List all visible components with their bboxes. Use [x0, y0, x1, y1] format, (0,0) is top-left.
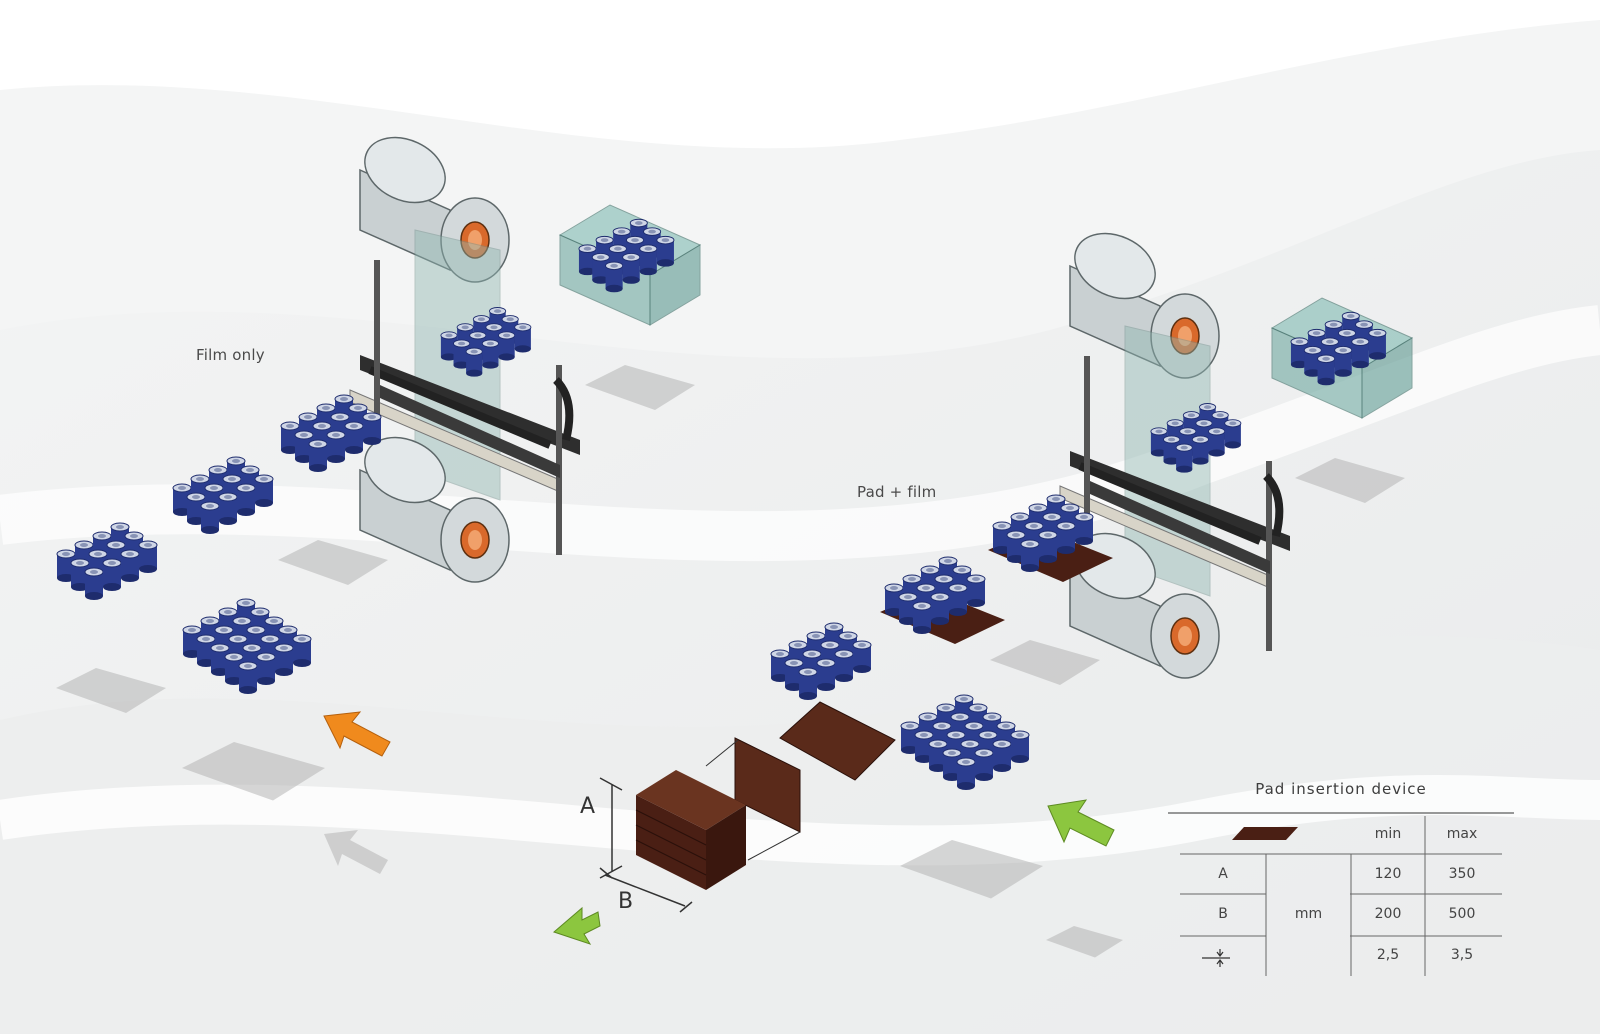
shadow	[900, 840, 1043, 899]
shadow	[182, 742, 325, 801]
pad-film-label: Pad + film	[857, 483, 937, 501]
pad-stack	[635, 770, 746, 890]
pad-insertion-table: Pad insertion device min max A 120 350 B…	[1168, 776, 1514, 981]
row-max: 500	[1448, 906, 1476, 922]
shadow	[278, 540, 388, 585]
shadow	[1046, 926, 1123, 958]
col-min: min	[1374, 826, 1402, 842]
film-only-machine	[350, 125, 580, 582]
table-grid	[1168, 812, 1514, 976]
wrapped-pack-left	[560, 205, 700, 325]
pad-film-machine	[1060, 221, 1290, 678]
row-min: 2,5	[1376, 947, 1400, 963]
row-min: 200	[1374, 906, 1402, 922]
pad-icon	[1232, 827, 1298, 840]
can-pack	[771, 623, 871, 700]
row-label: A	[1218, 866, 1228, 882]
pad-icon	[779, 701, 896, 781]
col-max: max	[1446, 826, 1478, 842]
flow-arrow-icon	[324, 830, 388, 874]
shadow	[585, 365, 695, 410]
row-label: B	[1218, 906, 1228, 922]
can-pack	[57, 523, 157, 600]
shadow	[990, 640, 1100, 685]
wrapped-pack-right	[1272, 298, 1412, 418]
table-title: Pad insertion device	[1255, 780, 1427, 798]
row-max: 3,5	[1450, 947, 1474, 963]
row-min: 120	[1374, 866, 1402, 882]
dimension-b-label: B	[618, 889, 633, 914]
can-pack-18	[901, 695, 1029, 790]
unit-label: mm	[1294, 906, 1323, 922]
shadow	[1295, 458, 1405, 503]
thickness-icon	[1202, 949, 1230, 967]
can-pack-18	[183, 599, 311, 694]
flow-arrow-icon	[553, 906, 601, 945]
shadow	[56, 668, 166, 713]
pad-pack	[988, 495, 1113, 582]
row-max: 350	[1448, 866, 1476, 882]
flow-arrow-icon	[323, 711, 391, 757]
dimension-a-label: A	[580, 794, 595, 819]
pad-pack	[880, 557, 1005, 644]
film-only-label: Film only	[196, 346, 265, 364]
can-pack	[173, 457, 273, 534]
flow-arrow-icon	[1047, 799, 1115, 847]
